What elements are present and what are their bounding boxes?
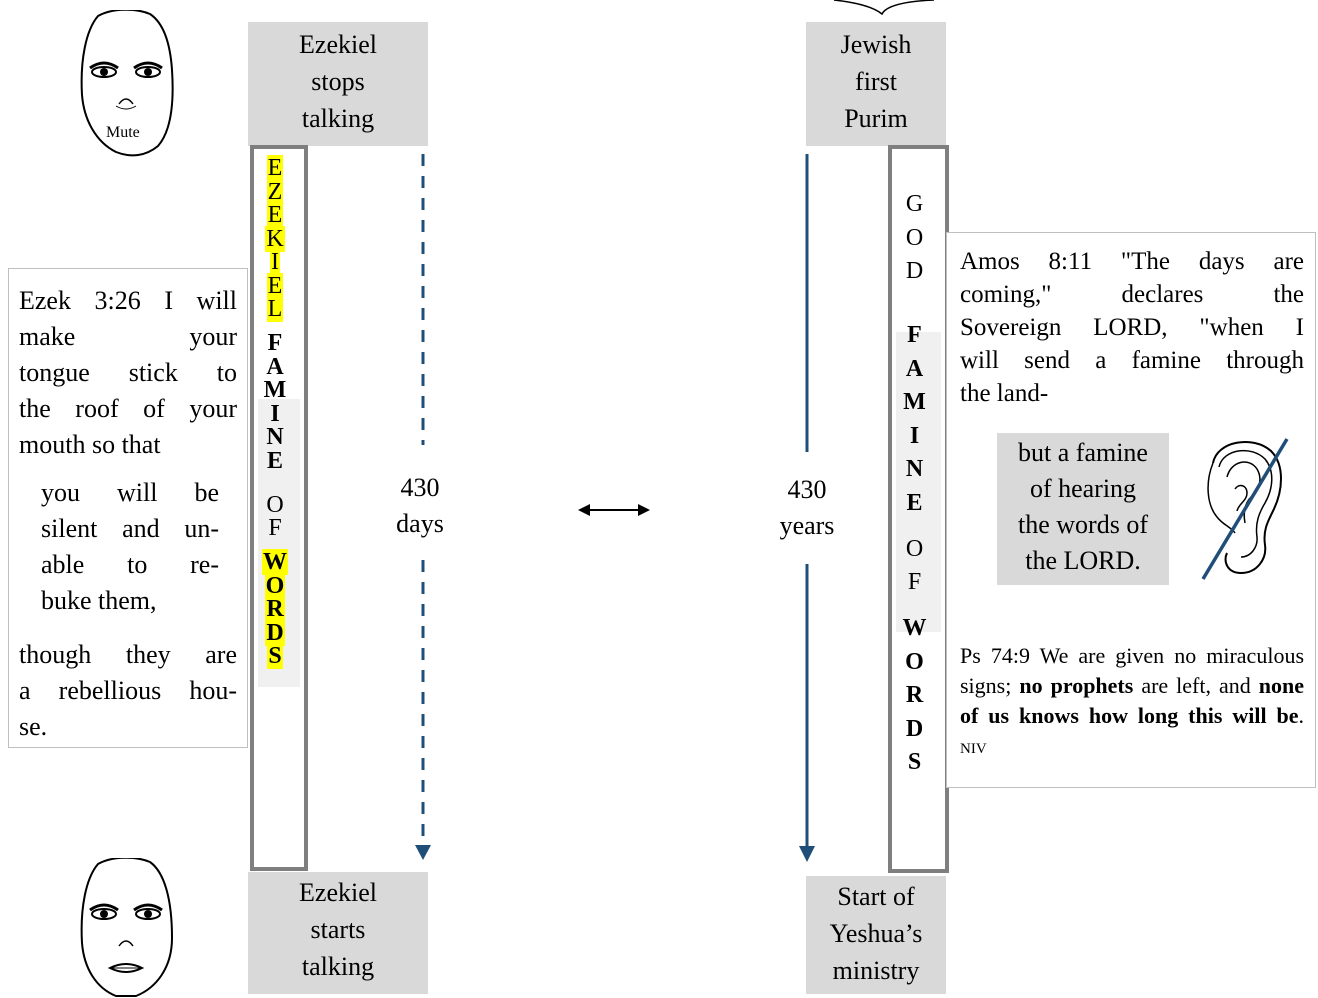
- column-letter-text: O: [264, 572, 286, 599]
- amos-paragraph: Amos 8:11 "The days are coming," declare…: [960, 248, 1304, 407]
- column-letter: I: [254, 400, 296, 427]
- column-letter: W: [902, 615, 927, 641]
- column-letter: O: [254, 572, 296, 599]
- column-letter-text: R: [265, 596, 285, 622]
- column-letter: N: [905, 456, 924, 482]
- column-letter-text: E: [266, 155, 284, 181]
- column-letter: Z: [254, 178, 296, 205]
- column-letter-text: A: [266, 353, 284, 380]
- column-letter-text: D: [265, 619, 285, 646]
- column-letter: O: [254, 491, 296, 518]
- column-letter-text: I: [270, 400, 280, 427]
- column-letter-text: F: [268, 515, 282, 541]
- crossed-ear-icon: [1201, 438, 1289, 580]
- column-letter: O: [905, 535, 924, 562]
- solid-arrow-430-years: [799, 154, 815, 862]
- column-letter: S: [907, 749, 922, 775]
- right-duration-number: 430: [787, 475, 827, 504]
- column-letter: K: [254, 225, 296, 252]
- start-of-yeshua-ministry-label: Start of Yeshua’s ministry: [806, 876, 946, 994]
- column-letter-text: Z: [266, 178, 284, 205]
- column-letter: S: [254, 643, 296, 669]
- column-letter: E: [254, 272, 296, 299]
- column-letter: O: [905, 224, 924, 251]
- column-letter: E: [906, 489, 923, 516]
- column-letter: A: [905, 355, 924, 382]
- right-duration-label: 430 years: [767, 472, 847, 544]
- column-letter: R: [254, 596, 296, 622]
- column-letter: E: [254, 202, 296, 228]
- column-letter-text: E: [266, 272, 284, 299]
- column-shaded-segment: [896, 332, 941, 632]
- column-letter: E: [254, 447, 296, 474]
- column-letter: M: [254, 377, 296, 403]
- column-letter: R: [905, 682, 924, 708]
- column-letter-text: I: [270, 249, 280, 275]
- quote-paragraph-3: though they are a rebellious hou- se.: [19, 640, 237, 741]
- column-letter-text: L: [266, 296, 284, 322]
- brace-icon: [833, 0, 935, 16]
- column-letter: I: [254, 249, 296, 275]
- amos-quote-box: Amos 8:11 "The days are coming," declare…: [946, 232, 1316, 788]
- column-letter: W: [254, 549, 296, 575]
- column-letter: F: [907, 569, 922, 595]
- column-letter: A: [254, 353, 296, 380]
- column-letter-text: M: [263, 377, 287, 403]
- column-letter-text: E: [266, 202, 284, 228]
- column-letter: D: [905, 715, 924, 742]
- column-letter: D: [905, 258, 924, 284]
- column-letter-text: W: [262, 549, 288, 575]
- famine-of-hearing-box: but a famine of hearing the words of the…: [997, 433, 1169, 585]
- quote-paragraph-2: you will be silent and un- able to re- b…: [41, 478, 219, 615]
- double-arrow-icon: [578, 504, 650, 516]
- column-letter: E: [254, 155, 296, 181]
- left-duration-unit: days: [396, 509, 444, 538]
- ezekiel-stops-talking-label: Ezekiel stops talking: [248, 22, 428, 146]
- column-letter-text: E: [266, 447, 283, 474]
- left-duration-number: 430: [400, 473, 440, 502]
- mute-face-icon: [80, 10, 174, 157]
- column-letter-text: N: [266, 424, 284, 450]
- column-letter: M: [903, 389, 926, 415]
- jewish-first-purim-label: Jewish first Purim: [806, 22, 946, 146]
- speaking-face-icon: [80, 858, 174, 997]
- mute-caption: Mute: [106, 124, 140, 141]
- psalm-paragraph: Ps 74:9 We are given no miraculous signs…: [960, 643, 1305, 757]
- column-letter-text: O: [266, 491, 284, 518]
- column-letter: O: [905, 648, 924, 675]
- left-duration-label: 430 days: [380, 470, 460, 542]
- column-letter-text: F: [267, 330, 283, 356]
- right-duration-unit: years: [779, 511, 835, 540]
- column-letter: F: [254, 515, 296, 541]
- column-letter-text: S: [267, 643, 283, 669]
- column-letter-text: K: [265, 225, 285, 252]
- column-letter: G: [905, 191, 924, 217]
- column-letter: N: [254, 424, 296, 450]
- ezekiel-starts-talking-label: Ezekiel starts talking: [248, 872, 428, 994]
- ezekiel-quote-box: Ezek 3:26 I will make your tongue stick …: [8, 268, 248, 748]
- quote-paragraph-1: Ezek 3:26 I will make your tongue stick …: [19, 286, 237, 459]
- column-letter: D: [254, 619, 296, 646]
- column-letter: F: [254, 330, 296, 356]
- dashed-arrow-430-days: [415, 154, 431, 860]
- column-letter: L: [254, 296, 296, 322]
- column-letter: F: [907, 322, 922, 348]
- column-letter: I: [909, 422, 920, 449]
